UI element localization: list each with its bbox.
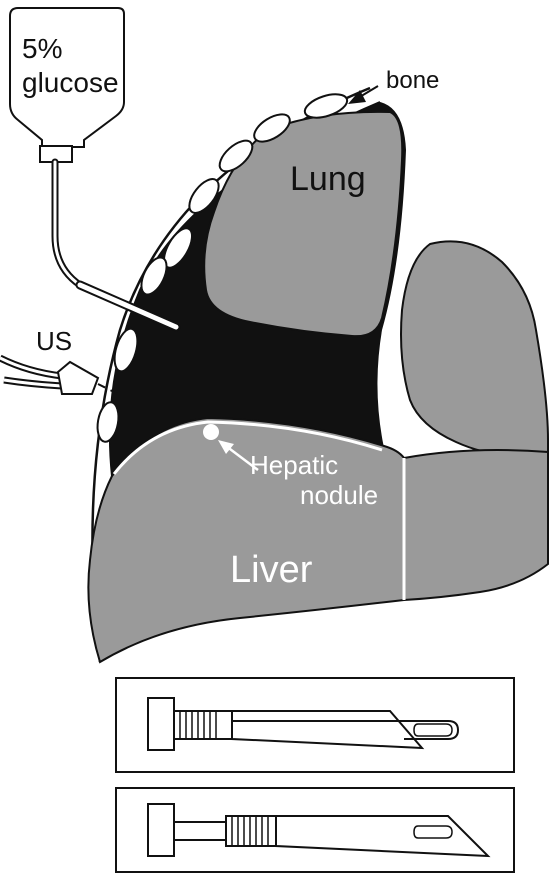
lung-label: Lung [290, 160, 366, 198]
nodule-label-line1: Hepatic [250, 450, 338, 480]
panel-2-shaft [174, 822, 226, 840]
panel-2-hub [148, 804, 174, 856]
liver-label: Liver [230, 549, 313, 591]
ultrasound-probe [0, 358, 118, 394]
nodule-label-line2: nodule [300, 480, 378, 510]
mediastinum [401, 241, 548, 455]
iv-tubing [55, 162, 80, 285]
bottle-label-line1: 5% [22, 33, 62, 64]
needle-panel-2 [116, 788, 514, 872]
liver-left-lobe [88, 418, 404, 662]
glucose-bottle: 5% glucose [10, 8, 124, 162]
hepatic-nodule [203, 424, 219, 440]
bone-label: bone [386, 67, 439, 94]
liver-right-lobe [404, 450, 548, 600]
panel-1-hub [148, 698, 174, 750]
us-label: US [36, 326, 72, 356]
panel-1-grip [174, 711, 232, 739]
bottle-label-line2: glucose [22, 67, 119, 98]
needle-panel-1 [116, 678, 514, 772]
